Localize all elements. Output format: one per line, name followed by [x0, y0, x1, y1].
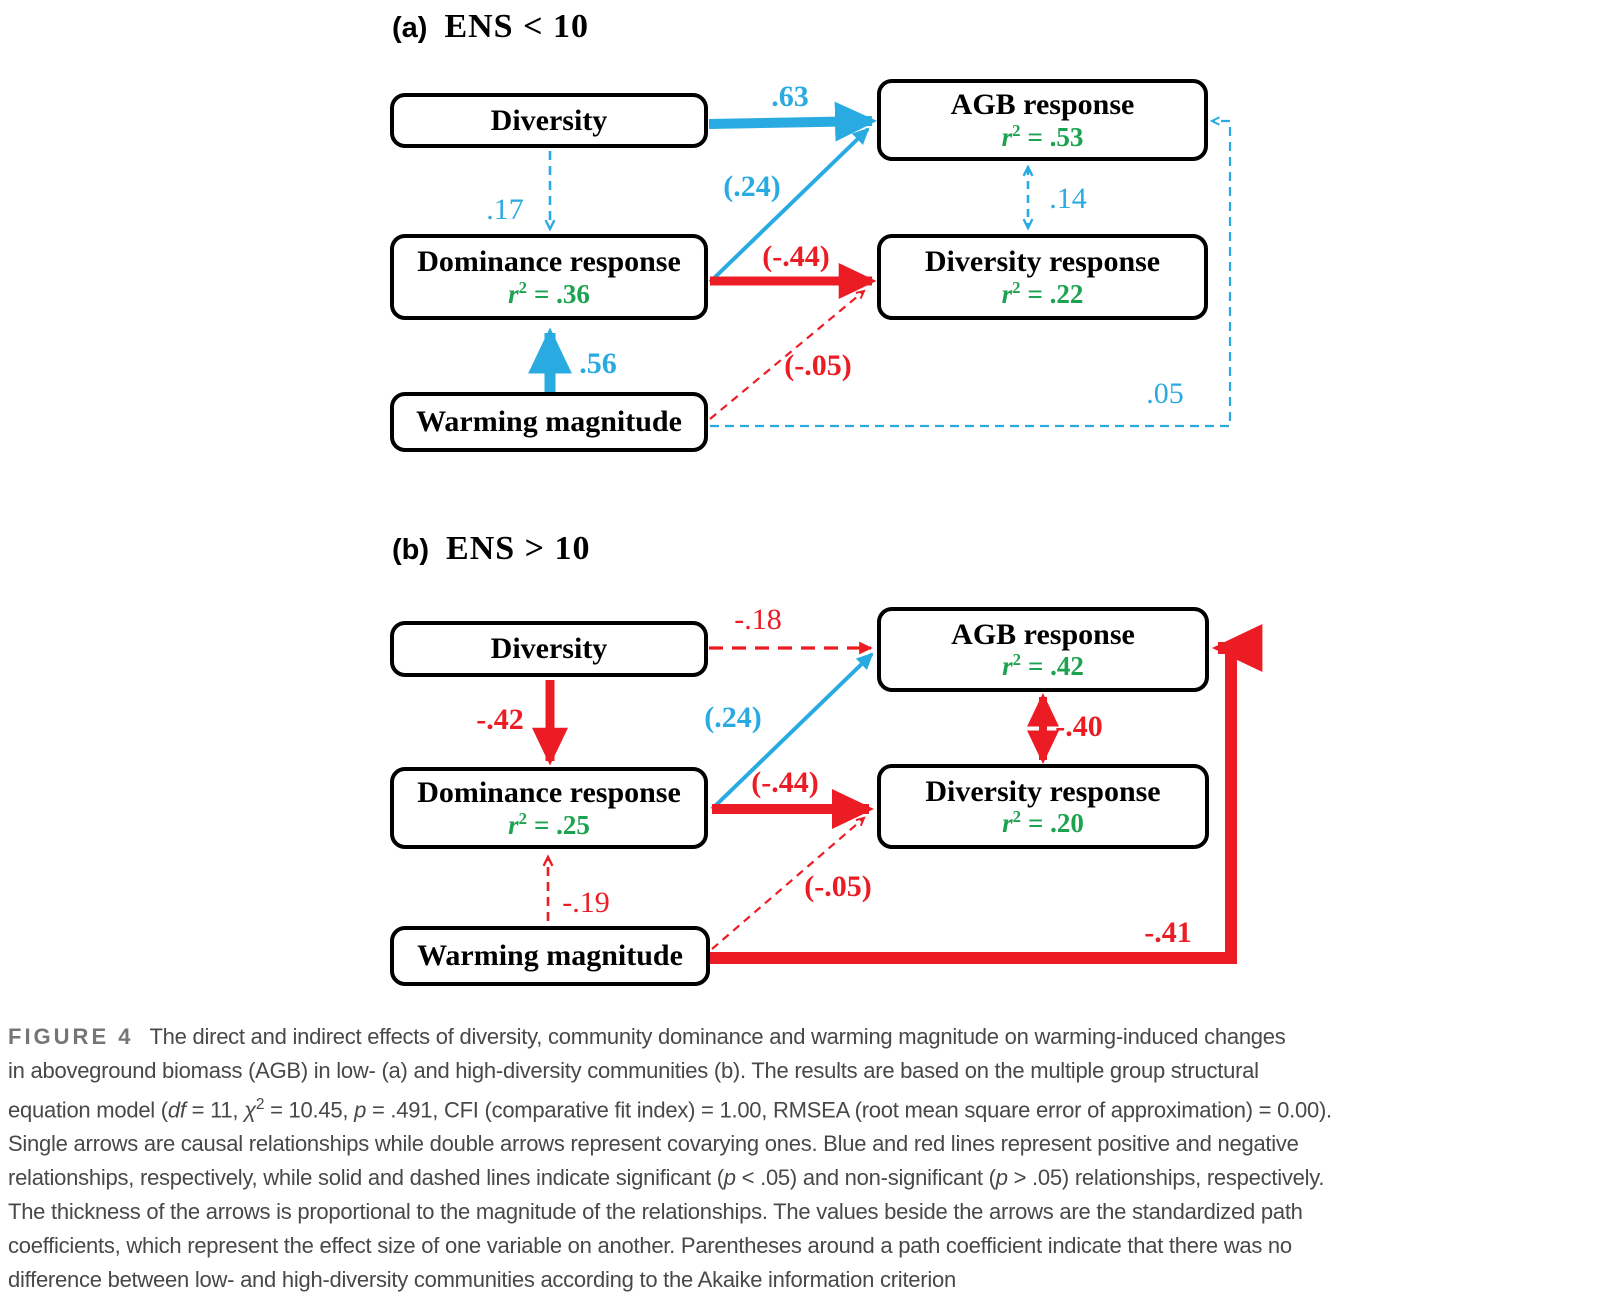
arrow-a-dominance-to-agb [708, 127, 870, 284]
figure-number-label: FIGURE 4 [8, 1024, 134, 1049]
panel-a-title-text: ENS < 10 [444, 8, 589, 45]
box-label: Diversity response [924, 245, 1161, 279]
r-squared-value: r2= .42 [1002, 650, 1084, 682]
arrow-b-warming-to-agb [710, 624, 1263, 964]
box-b-diversity: Diversity [390, 621, 708, 677]
arrow-a-warming-to-diversity-response [709, 289, 866, 420]
coef-a-diversity-to-dominance: .17 [486, 193, 524, 226]
panel-a-title: (a) ENS < 10 [392, 8, 589, 46]
box-label: Diversity [490, 632, 608, 666]
box-a-diversity-response: Diversity response r2= .22 [877, 234, 1208, 320]
box-a-diversity: Diversity [390, 93, 708, 148]
box-a-agb-response: AGB response r2= .53 [877, 79, 1208, 161]
box-b-agb-response: AGB response r2= .42 [877, 607, 1209, 692]
box-label: Dominance response [417, 776, 681, 810]
box-a-dominance-response: Dominance response r2= .36 [390, 234, 708, 320]
coef-b-diversity-to-dominance: -.42 [476, 703, 524, 736]
coef-a-dominance-to-diversity-response: (-.44) [762, 240, 830, 273]
r-squared-value: r2= .36 [508, 277, 590, 309]
box-label: Warming magnitude [417, 939, 683, 973]
box-b-dominance-response: Dominance response r2= .25 [390, 767, 708, 849]
panel-b-title: (b) ENS > 10 [392, 530, 591, 568]
coef-a-warming-to-dominance: .56 [579, 347, 617, 380]
caption-line: relationships, respectively, while solid… [8, 1165, 1325, 1191]
coef-b-dominance-to-agb: (.24) [704, 701, 762, 734]
coef-a-dominance-to-agb: (.24) [723, 170, 781, 203]
box-label: AGB response [950, 88, 1135, 122]
coef-a-diversity-to-agb: .63 [771, 80, 809, 113]
caption-line: Single arrows are causal relationships w… [8, 1131, 1299, 1157]
box-label: Warming magnitude [416, 405, 682, 439]
coef-b-warming-to-dominance: -.19 [562, 886, 610, 919]
box-label: AGB response [951, 617, 1135, 651]
caption-line: The thickness of the arrows is proportio… [8, 1199, 1303, 1225]
arrow-a-warming-to-agb [710, 116, 1232, 428]
box-b-diversity-response: Diversity response r2= .20 [877, 764, 1209, 849]
caption-line: equation model (df = 11, χ2 = 10.45, p =… [8, 1096, 1332, 1123]
box-a-warming-magnitude: Warming magnitude [390, 392, 708, 452]
arrow-b-warming-to-diversity-response [711, 816, 866, 950]
caption-line: difference between low- and high-diversi… [8, 1267, 956, 1293]
box-b-warming-magnitude: Warming magnitude [390, 926, 710, 986]
coef-b-diversity-to-agb: -.18 [734, 603, 782, 636]
panel-b-label: (b) [392, 534, 430, 566]
caption-line: coefficients, which represent the effect… [8, 1233, 1292, 1259]
r-squared-value: r2= .22 [1001, 277, 1084, 309]
coef-b-warming-to-diversity-response: (-.05) [804, 870, 872, 903]
coef-b-agb-diversity-response-covariance: -.40 [1055, 710, 1103, 743]
box-label: Dominance response [417, 245, 681, 279]
coef-b-warming-to-agb: -.41 [1144, 916, 1192, 949]
arrow-a-diversity-to-agb [708, 101, 877, 142]
caption-line: in aboveground biomass (AGB) in low- (a)… [8, 1058, 1259, 1083]
r-squared-value: r2= .20 [1002, 807, 1084, 839]
panel-a-label: (a) [392, 12, 428, 44]
arrow-b-dominance-to-agb [710, 652, 874, 811]
coef-a-warming-to-agb: .05 [1146, 377, 1184, 410]
box-label: Diversity response [925, 774, 1161, 808]
r-squared-value: r2= .25 [508, 808, 590, 840]
panel-b-title-text: ENS > 10 [446, 530, 591, 567]
coef-b-dominance-to-diversity-response: (-.44) [751, 766, 819, 799]
coef-a-warming-to-diversity-response: (-.05) [784, 349, 852, 382]
r-squared-value: r2= .53 [1001, 120, 1084, 152]
coef-a-agb-diversity-response-covariance: .14 [1049, 182, 1087, 215]
box-label: Diversity [490, 103, 608, 137]
